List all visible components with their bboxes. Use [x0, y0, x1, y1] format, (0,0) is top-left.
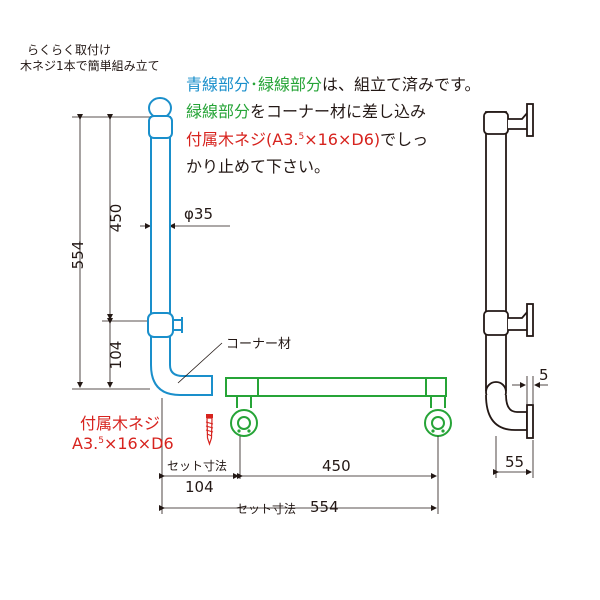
corner-label: コーナー材 [226, 337, 292, 352]
wood-screw-icon [205, 414, 214, 446]
set-size-label-total: セット寸法 [236, 502, 297, 516]
screw-spec-sup: 5 [98, 436, 104, 446]
bottom-dimension-lines [159, 398, 439, 514]
lower-height-label: 104 [107, 340, 125, 370]
diameter-label: φ35 [184, 205, 213, 223]
bottom-right-value: 450 [322, 457, 351, 475]
caption-line-1: らくらく取付け [27, 43, 112, 57]
upper-height-label: 450 [107, 203, 125, 233]
left-dimension-lines [72, 114, 150, 390]
note-green-part: 緑線部分 [258, 75, 323, 94]
side-dimension-lines [493, 376, 548, 478]
note-line-3: 付属木ネジ(A3.5×16×D6)でしっ [186, 126, 428, 153]
side-view [483, 103, 534, 439]
screw-spec: A3.5×16×D6 [72, 434, 174, 453]
note-line-1: 青線部分･緑線部分は、組立て済みです。 [186, 71, 480, 98]
vertical-bar [147, 97, 213, 396]
bottom-left-value: 104 [185, 478, 214, 496]
note-line-3-red: 付属木ネジ(A3. [186, 130, 299, 149]
note-line-3-sup: 5 [298, 132, 305, 142]
screw-spec-b: ×16×D6 [103, 434, 174, 453]
note-line-3-rest: でしっ [380, 130, 429, 149]
side-offset-label: 5 [539, 366, 549, 384]
note-line-3-red-rest: ×16×D6) [304, 130, 381, 149]
corner-leader [177, 342, 223, 384]
screw-title: 付属木ネジ [80, 414, 161, 433]
screw-spec-a: A3. [72, 434, 99, 453]
horizontal-bar [225, 377, 452, 437]
note-dot: ･ [250, 75, 259, 94]
side-depth-label: 55 [505, 453, 525, 471]
note-line-1-rest: は、組立て済みです。 [322, 75, 481, 94]
caption-line-2: 木ネジ1本で簡単組み立て [20, 59, 160, 73]
note-line-2-green: 緑線部分 [186, 102, 251, 121]
note-line-4: かり止めて下さい。 [186, 157, 331, 176]
total-height-label: 554 [69, 240, 87, 270]
set-size-label-left: セット寸法 [167, 459, 228, 473]
note-line-2: 緑線部分をコーナー材に差し込み [186, 98, 426, 125]
bottom-total-value: 554 [310, 498, 339, 516]
note-blue-part: 青線部分 [186, 75, 251, 94]
note-line-2-rest: をコーナー材に差し込み [250, 102, 427, 121]
